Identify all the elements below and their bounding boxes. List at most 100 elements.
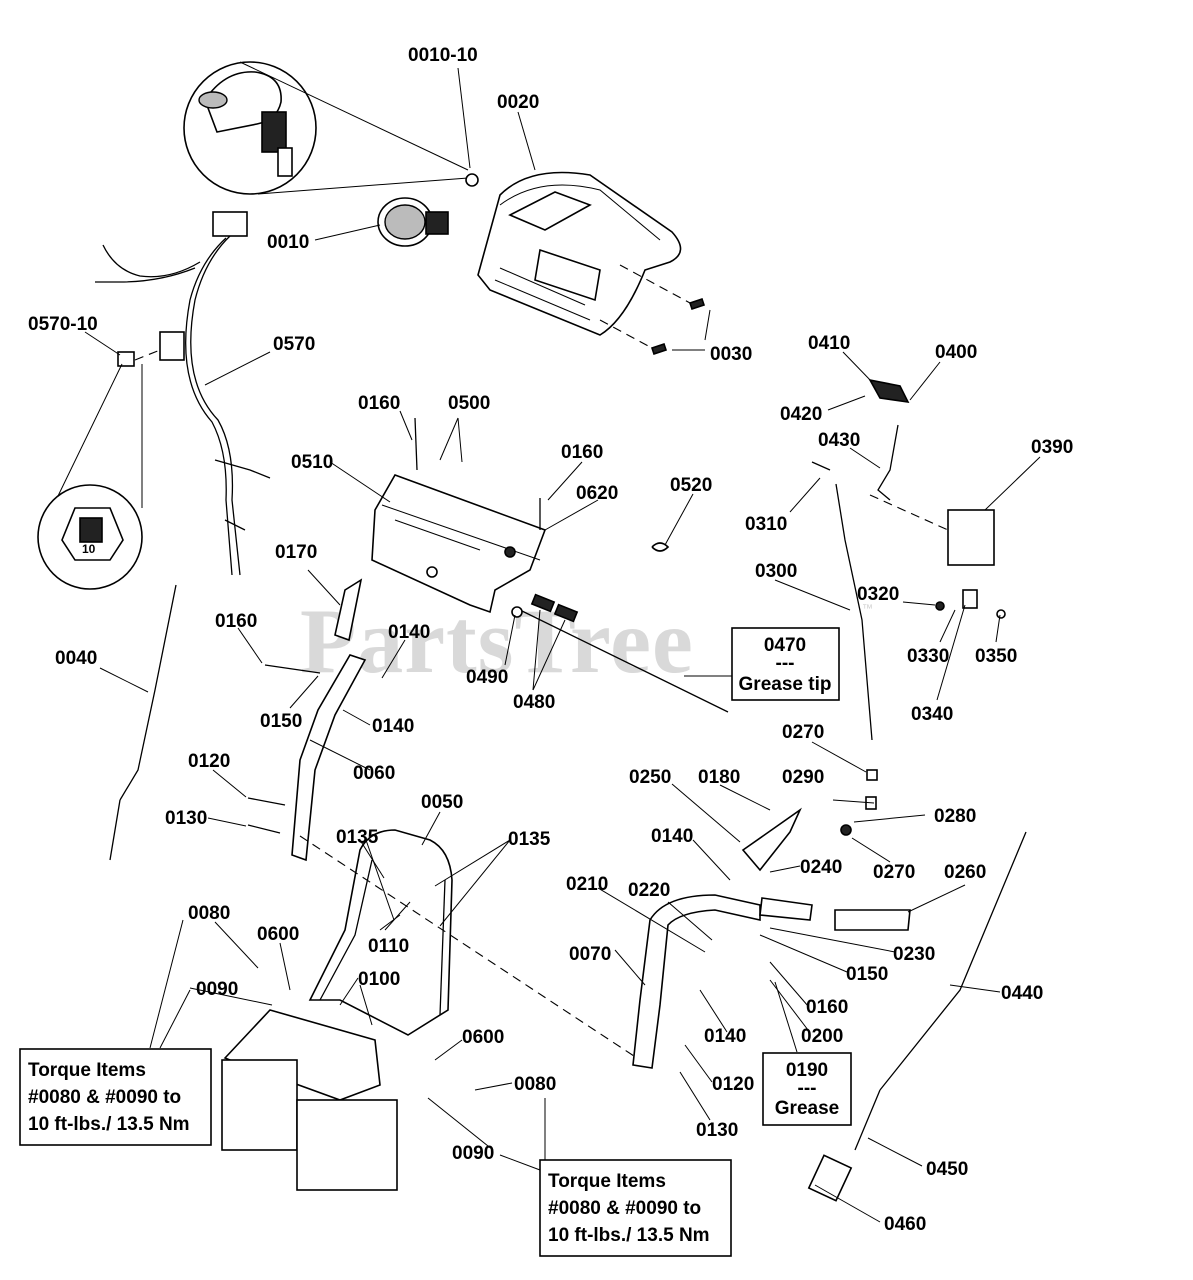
callout-0010-10: 0010-10 <box>408 45 478 66</box>
lower-handle-frame <box>299 829 641 1061</box>
control-rod-linkage <box>811 378 1006 836</box>
dash-screws <box>599 264 706 356</box>
torque-right-line1: Torque Items <box>548 1171 666 1192</box>
headlight-bulb-detail <box>183 61 469 195</box>
grease-tip-number: 0470 <box>764 635 806 656</box>
callout-0330: 0330 <box>907 646 949 667</box>
callout-0135-left: 0135 <box>336 827 379 848</box>
callout-0270-upper: 0270 <box>782 722 824 743</box>
callout-0170: 0170 <box>275 542 317 563</box>
callout-0600-left: 0600 <box>257 924 299 945</box>
callout-0250: 0250 <box>629 767 671 788</box>
callout-0140-right: 0140 <box>651 826 693 847</box>
callout-0110: 0110 <box>368 936 409 957</box>
callout-0120-left: 0120 <box>188 751 230 772</box>
upper-handle-right <box>632 807 911 1069</box>
torque-right-line3: 10 ft-lbs./ 13.5 Nm <box>548 1225 710 1246</box>
callout-0140-upper: 0140 <box>388 622 430 643</box>
callout-0130-right: 0130 <box>696 1120 738 1141</box>
callout-0320: 0320 <box>857 584 899 605</box>
callout-0410: 0410 <box>808 333 850 354</box>
callout-0080-right: 0080 <box>514 1074 556 1095</box>
mounting-plate <box>221 1009 398 1191</box>
callout-0140-lower: 0140 <box>704 1026 746 1047</box>
control-cable-left <box>109 584 177 861</box>
watermark: PartsTree <box>300 590 694 692</box>
callout-0500: 0500 <box>448 393 490 414</box>
callout-0520: 0520 <box>670 475 712 496</box>
callout-labels: 0010-10 0020 0010 0570-10 0570 0030 0410… <box>28 45 1073 1235</box>
callout-0090-right: 0090 <box>452 1143 494 1164</box>
callout-0160-left: 0160 <box>215 611 257 632</box>
note-grease-tip: 0470 --- Grease tip <box>731 627 840 701</box>
callout-0130-left: 0130 <box>165 808 207 829</box>
callout-0440: 0440 <box>1001 983 1043 1004</box>
callout-0270-lower: 0270 <box>873 862 915 883</box>
fuse-value: 10 <box>82 542 96 556</box>
callout-0450: 0450 <box>926 1159 968 1180</box>
callout-0280: 0280 <box>934 806 976 827</box>
grease-text: Grease <box>775 1098 839 1119</box>
callout-0260: 0260 <box>944 862 986 883</box>
callout-0220: 0220 <box>628 880 670 901</box>
callout-0300: 0300 <box>755 561 797 582</box>
callout-0150-right: 0150 <box>846 964 888 985</box>
upper-handle-left <box>247 578 367 862</box>
callout-0030: 0030 <box>710 344 752 365</box>
callout-0040: 0040 <box>55 648 97 669</box>
callout-0150-left: 0150 <box>260 711 302 732</box>
fuse-detail: 10 <box>37 363 143 590</box>
callout-0140-left: 0140 <box>372 716 414 737</box>
callout-0310: 0310 <box>745 514 787 535</box>
leader-lines <box>84 67 1041 1223</box>
callout-0160-top: 0160 <box>358 393 400 414</box>
spring-clip <box>651 542 670 552</box>
torque-left-line2: #0080 & #0090 to <box>28 1087 181 1108</box>
callout-0070: 0070 <box>569 944 611 965</box>
callout-0210: 0210 <box>566 874 608 895</box>
grease-tip-separator: --- <box>776 653 795 674</box>
headlight-assembly <box>377 173 479 247</box>
dash-panel-cover <box>477 171 682 336</box>
grease-tip-text: Grease tip <box>739 674 832 695</box>
callout-0570-10: 0570-10 <box>28 314 98 335</box>
callout-0060: 0060 <box>353 763 395 784</box>
torque-right-line2: #0080 & #0090 to <box>548 1198 701 1219</box>
note-grease: 0190 --- Grease <box>762 1052 852 1126</box>
callout-0350: 0350 <box>975 646 1017 667</box>
callout-0240: 0240 <box>800 857 842 878</box>
shaft-and-springs <box>511 593 729 713</box>
note-torque-left: Torque Items #0080 & #0090 to 10 ft-lbs.… <box>19 1048 212 1146</box>
callout-0460: 0460 <box>884 1214 926 1235</box>
callout-0620: 0620 <box>576 483 618 504</box>
callout-0120-right: 0120 <box>712 1074 754 1095</box>
callout-0050: 0050 <box>421 792 463 813</box>
callout-0160-right: 0160 <box>806 997 848 1018</box>
callout-0600-right: 0600 <box>462 1027 504 1048</box>
watermark-trademark: ™ <box>862 603 873 615</box>
handle-bracket-0510 <box>371 417 547 614</box>
callout-0010: 0010 <box>267 232 309 253</box>
note-torque-right: Torque Items #0080 & #0090 to 10 ft-lbs.… <box>539 1159 732 1257</box>
torque-left-line3: 10 ft-lbs./ 13.5 Nm <box>28 1114 190 1135</box>
grease-separator: --- <box>798 1078 817 1099</box>
callout-0420: 0420 <box>780 404 822 425</box>
callout-0400: 0400 <box>935 342 977 363</box>
callout-0430: 0430 <box>818 430 860 451</box>
wire-harness <box>95 211 271 576</box>
callout-0100: 0100 <box>358 969 400 990</box>
callout-0135-right: 0135 <box>508 829 551 850</box>
callout-0290: 0290 <box>782 767 824 788</box>
torque-left-line1: Torque Items <box>28 1060 146 1081</box>
callout-0390: 0390 <box>1031 437 1073 458</box>
callout-0480: 0480 <box>513 692 555 713</box>
callout-0340: 0340 <box>911 704 953 725</box>
callout-0490: 0490 <box>466 667 508 688</box>
callout-0200: 0200 <box>801 1026 843 1047</box>
callout-0230: 0230 <box>893 944 935 965</box>
grease-number: 0190 <box>786 1060 828 1081</box>
callout-0180: 0180 <box>698 767 740 788</box>
callout-0160-mid: 0160 <box>561 442 603 463</box>
